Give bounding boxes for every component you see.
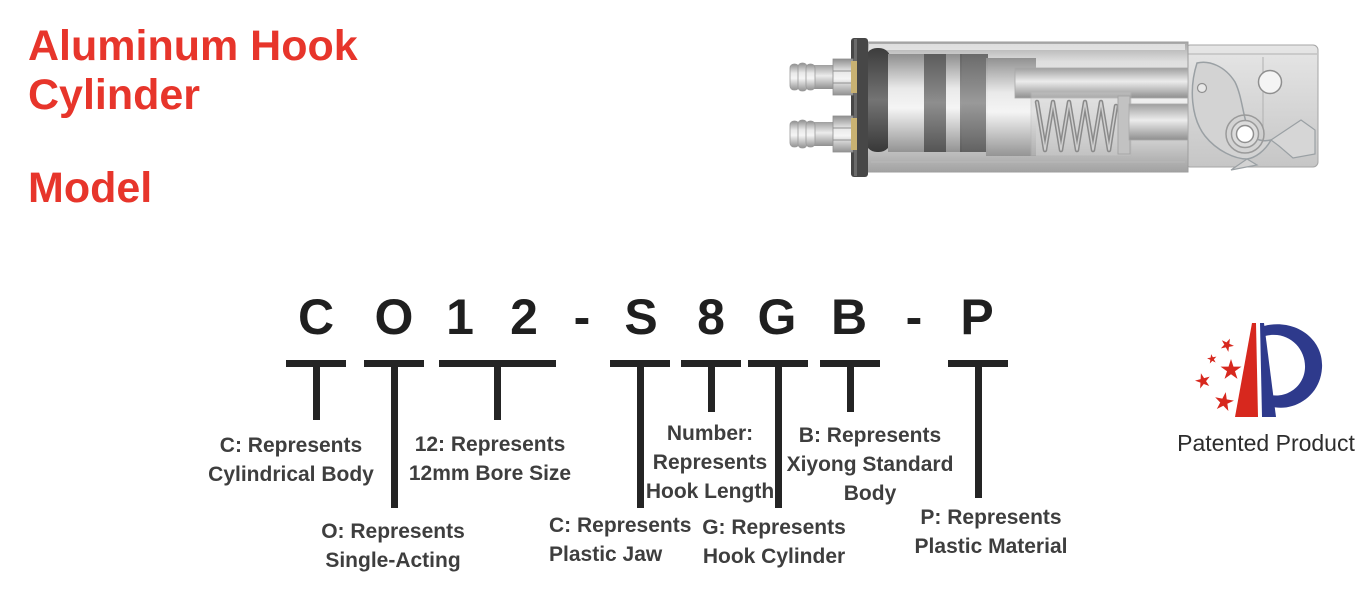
connector-line-12 [494,360,501,420]
explanation-line: Hook Cylinder [702,545,846,568]
patent-label: Patented Product [1177,430,1355,456]
explanation-8: Number: Represents Hook Length [646,419,774,506]
explanation-g: G: Represents Hook Cylinder [702,513,846,571]
product-image-hook-cylinder [789,38,1319,177]
explanation-line: O: Represents [321,520,465,543]
code-char-8: 8 [697,289,725,345]
code-char-p: P [960,289,994,345]
explanation-line: P: Represents [920,506,1062,529]
explanation-o: O: Represents Single-Acting [321,517,465,575]
explanation-line: Body [843,482,897,505]
code-char-b: B [830,289,868,345]
piston-rod-top [1014,67,1189,99]
patent-logo-blue-p [1260,323,1323,417]
connector-line-8 [708,360,715,412]
explanation-line: 12mm Bore Size [408,462,572,485]
hook-housing [1184,44,1319,171]
hose-barb-fitting-top [789,58,857,96]
page-title-line2: Cylinder [28,71,201,119]
explanation-c: C: Represents Cylindrical Body [208,431,374,489]
hose-barb-fitting-bottom [789,115,857,153]
explanation-line: Single-Acting [325,549,461,572]
page-title-line1: Aluminum Hook [28,22,358,70]
code-char-s: S [624,289,658,345]
explanation-line: Hook Length [645,480,775,503]
explanation-line: 12: Represents [414,433,566,456]
code-char-o: O [374,289,414,345]
return-spring [1030,91,1132,157]
piston-cartridge [865,48,1036,156]
piston-rod-bottom [1128,103,1189,141]
explanation-line: Plastic Material [914,535,1068,558]
explanation-line: G: Represents [702,516,846,539]
connector-line-c [313,360,320,420]
explanation-line: C: Represents [219,434,363,457]
connector-line-b [847,360,854,412]
explanation-line: Xiyong Standard [786,453,954,476]
explanation-b: B: Represents Xiyong Standard Body [787,421,954,508]
code-char-g: G [757,289,797,345]
mounting-flange [851,38,868,177]
explanation-line: Number: [666,422,754,445]
explanation-line: C: Represents [549,514,692,537]
connector-line-p [975,360,982,498]
code-char-c: C [297,289,335,345]
patent-logo [1195,323,1323,417]
explanation-line: Cylindrical Body [208,463,374,486]
patent-logo-red-wedge [1235,323,1258,417]
explanation-line: Plastic Jaw [549,543,663,566]
explanation-12: 12: Represents 12mm Bore Size [409,430,571,488]
connector-line-s [637,360,644,508]
connector-line-o [391,360,398,508]
code-char-1: 1 [446,289,474,345]
section-title-model: Model [28,164,153,212]
explanation-line: B: Represents [798,424,942,447]
connector-line-g [775,360,782,508]
code-char-2: 2 [510,289,538,345]
explanation-line: Represents [652,451,768,474]
code-char-dash2: - [905,289,923,345]
patent-logo-stars [1195,338,1242,411]
code-char-dash1: - [573,289,591,345]
explanation-s: C: Represents Plastic Jaw [549,511,691,569]
explanation-p: P: Represents Plastic Material [915,503,1068,561]
page-title: Aluminum Hook Cylinder [28,22,358,120]
